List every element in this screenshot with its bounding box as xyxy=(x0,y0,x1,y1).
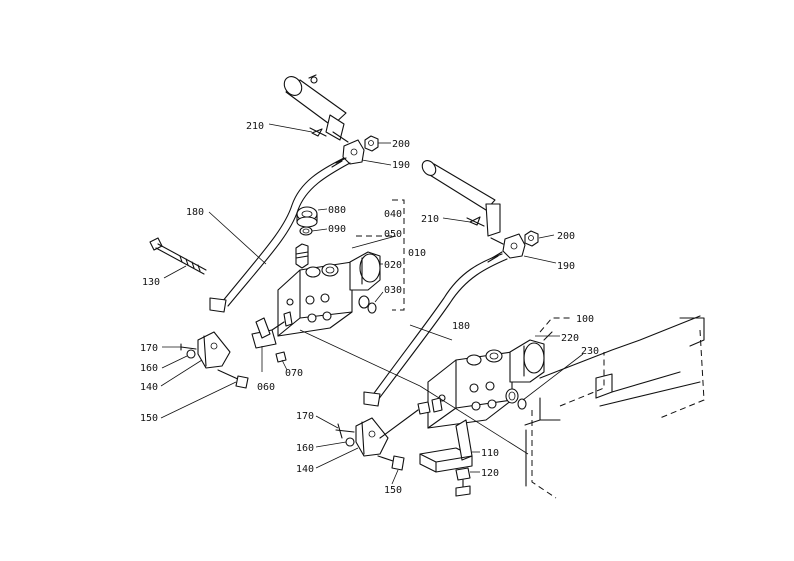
upper-pin-210 xyxy=(309,127,327,137)
label-170-upper: 170 xyxy=(140,343,158,354)
bolt-130 xyxy=(149,237,207,275)
label-040: 040 xyxy=(384,209,402,220)
upper-pin-170 xyxy=(180,343,197,351)
label-160-upper: 160 xyxy=(140,363,158,374)
upper-valve-cap-020 xyxy=(349,251,381,291)
label-130: 130 xyxy=(142,277,160,288)
lower-washer-160 xyxy=(345,437,355,447)
group-bracket-010 xyxy=(356,199,405,311)
label-160-lower: 160 xyxy=(296,443,314,454)
upper-valve-body xyxy=(277,261,353,337)
leader-lines xyxy=(160,123,584,485)
lower-valve-body xyxy=(417,349,513,429)
upper-clevis-190 xyxy=(342,139,365,165)
lower-oring-220 xyxy=(505,388,519,404)
label-140-upper: 140 xyxy=(140,382,158,393)
label-120: 120 xyxy=(481,468,499,479)
label-090: 090 xyxy=(328,224,346,235)
upper-oring-090 xyxy=(299,226,313,236)
label-190-right: 190 xyxy=(557,261,575,272)
right-lever-shaft xyxy=(421,160,504,245)
label-010: 010 xyxy=(408,248,426,259)
label-060: 060 xyxy=(257,382,275,393)
upper-lever-140 xyxy=(197,331,231,369)
lower-bolt-120 xyxy=(455,467,471,497)
right-clevis-190 xyxy=(502,233,526,259)
upper-oring-030 xyxy=(358,295,377,314)
label-230: 230 xyxy=(581,346,599,357)
upper-link-060 xyxy=(251,317,285,349)
lower-valve-cap xyxy=(509,331,553,383)
upper-nut-200 xyxy=(364,135,379,152)
label-210-right: 210 xyxy=(421,214,439,225)
label-020: 020 xyxy=(384,260,402,271)
label-110: 110 xyxy=(481,448,499,459)
lower-bracket-110 xyxy=(419,419,473,473)
label-170-lower: 170 xyxy=(296,411,314,422)
upper-plug-080 xyxy=(296,206,318,228)
label-220: 220 xyxy=(561,333,579,344)
lower-bolt-150 xyxy=(377,455,405,471)
connecting-line xyxy=(299,329,529,455)
label-050: 050 xyxy=(384,229,402,240)
upper-pin-070 xyxy=(275,351,287,363)
right-pin-210 xyxy=(466,216,485,227)
lower-oring-230 xyxy=(517,398,527,410)
tractor-frame xyxy=(524,315,705,499)
label-100: 100 xyxy=(576,314,594,325)
label-150-upper: 150 xyxy=(140,413,158,424)
upper-bolt-150 xyxy=(217,369,249,389)
lower-pin-170 xyxy=(335,423,355,439)
label-150-lower: 150 xyxy=(384,485,402,496)
lower-lever-140 xyxy=(355,409,419,457)
label-140-lower: 140 xyxy=(296,464,314,475)
upper-spool-050 xyxy=(295,243,309,269)
label-080: 080 xyxy=(328,205,346,216)
right-nut-200 xyxy=(524,230,539,247)
label-070: 070 xyxy=(285,368,303,379)
label-030: 030 xyxy=(384,285,402,296)
label-180-right: 180 xyxy=(452,321,470,332)
upper-washer-160 xyxy=(186,349,196,359)
label-190-upper: 190 xyxy=(392,160,410,171)
label-180-upper: 180 xyxy=(186,207,204,218)
label-200-upper: 200 xyxy=(392,139,410,150)
upper-lever-shaft xyxy=(283,74,349,143)
group-bracket-100 xyxy=(539,317,572,333)
right-rod-180 xyxy=(363,251,508,407)
part-number-labels: 210 200 190 180 080 040 090 050 010 020 … xyxy=(140,121,599,496)
label-210-upper: 210 xyxy=(246,121,264,132)
label-200-right: 200 xyxy=(557,231,575,242)
